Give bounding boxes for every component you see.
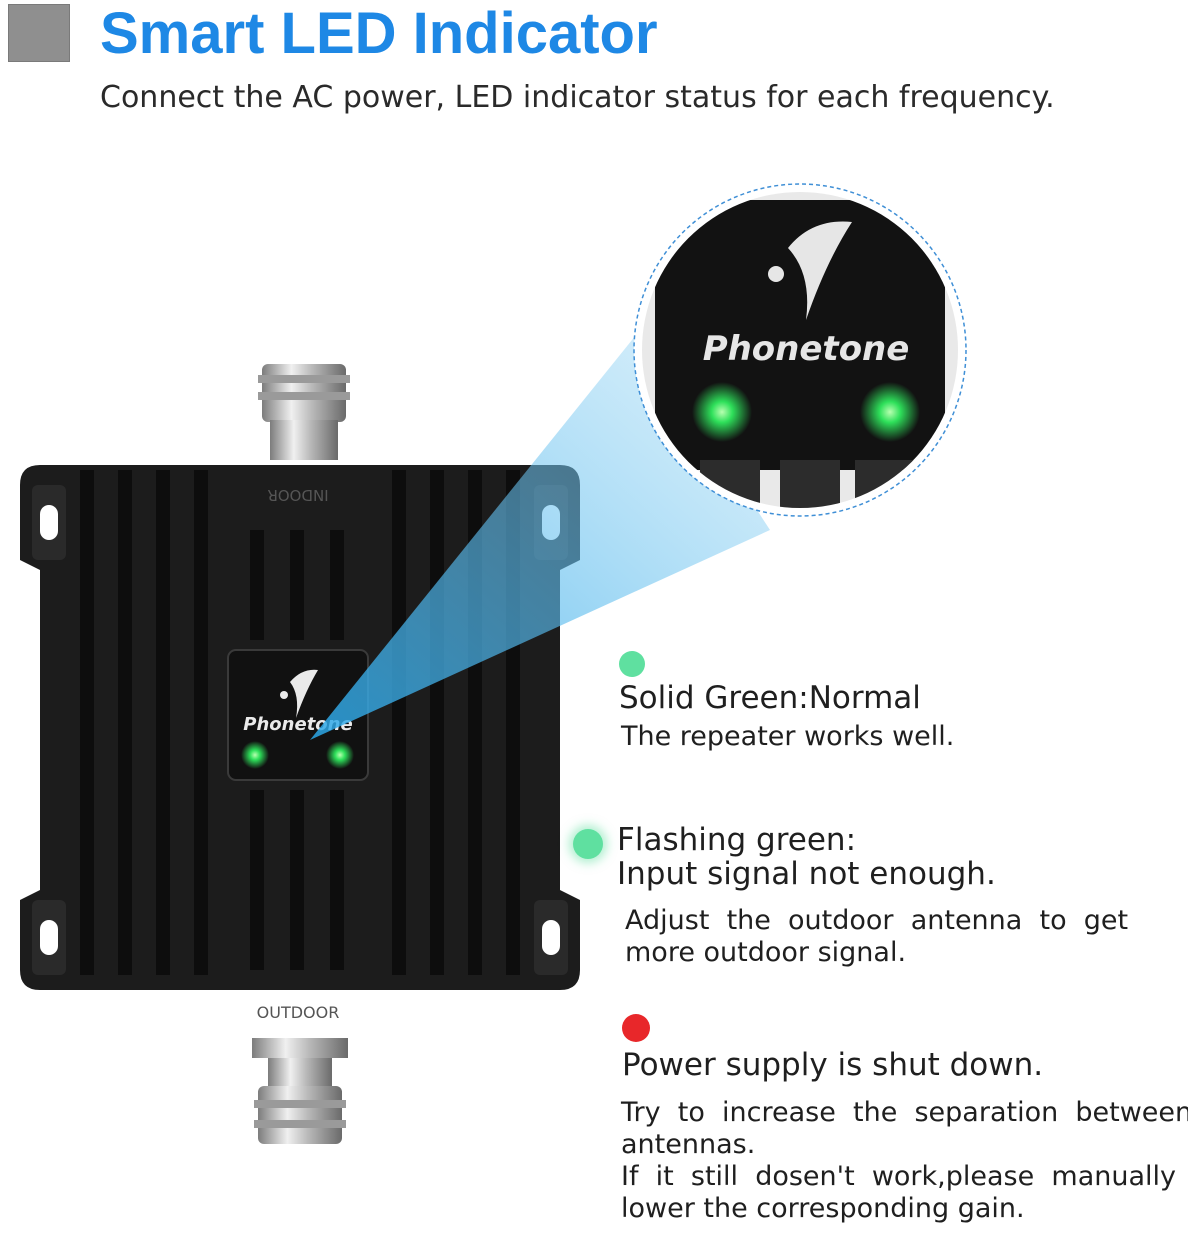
top-connector [258,364,350,460]
zoom-led-left-icon [692,382,752,442]
zoom-led-right-icon [860,382,920,442]
led-right-icon [326,741,354,769]
status-solid-title: Solid Green:Normal [619,680,921,716]
bottom-connector [252,1038,348,1144]
zoom-brand: Phonetone [703,329,910,369]
status-red-detail-1: Try to increase the separation between [621,1097,1188,1128]
page-title: Smart LED Indicator [100,1,658,66]
zoom-beam [310,330,770,740]
solid-green-dot-icon [619,651,645,677]
header-square-icon [8,4,70,62]
status-flashing-desc: Input signal not enough. [617,856,996,892]
indoor-label: INDOOR [267,486,328,504]
status-solid-desc: The repeater works well. [621,721,955,752]
page-subtitle: Connect the AC power, LED indicator stat… [100,80,1055,115]
outdoor-label: OUTDOOR [257,1003,340,1022]
logo-icon [290,669,318,718]
status-flashing-detail-1: Adjust the outdoor antenna to get [625,905,1129,936]
signal-booster-illustration: INDOOR OUTDOOR Phonetone Phonetone [20,183,967,1144]
status-flashing-title: Flashing green: [617,822,857,858]
zoom-circle: Phonetone [633,183,967,517]
status-red-detail-3: If it still dosen't work,please manually [621,1161,1176,1192]
status-red-detail-2: antennas. [621,1129,756,1160]
led-left-icon [241,741,269,769]
status-red-title: Power supply is shut down. [622,1047,1044,1083]
flashing-green-dot-icon [573,829,603,859]
red-dot-icon [622,1014,650,1042]
status-flashing-detail-2: more outdoor signal. [625,937,907,968]
zoom-logo-icon [788,221,852,320]
status-red-detail-4: lower the corresponding gain. [621,1193,1025,1224]
